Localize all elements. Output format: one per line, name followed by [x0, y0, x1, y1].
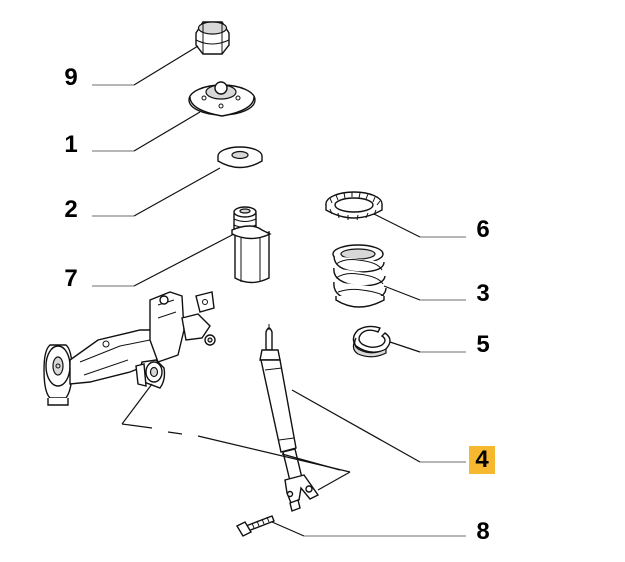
- callout-8[interactable]: 8: [476, 518, 490, 545]
- part-8-bolt[interactable]: [236, 515, 275, 537]
- callout-5[interactable]: 5: [476, 331, 490, 358]
- callout-7[interactable]: 7: [64, 265, 78, 292]
- assembly-reference-lines: [121, 383, 351, 491]
- callout-4-highlighted[interactable]: 4: [469, 446, 495, 474]
- rear-axle-assembly: [43, 291, 216, 406]
- callout-9[interactable]: 9: [64, 64, 78, 91]
- leader-lines: [92, 45, 466, 537]
- part-9-nut[interactable]: [195, 21, 230, 55]
- callout-3[interactable]: 3: [476, 280, 490, 307]
- part-2-washer[interactable]: [217, 146, 263, 169]
- callout-1[interactable]: 1: [64, 131, 78, 158]
- part-3-coil-spring[interactable]: [332, 244, 387, 308]
- part-1-top-mount[interactable]: [188, 81, 256, 117]
- callout-2[interactable]: 2: [64, 196, 78, 223]
- part-6-spring-seat[interactable]: [325, 191, 383, 221]
- part-7-dust-boot[interactable]: [231, 206, 272, 284]
- callout-6[interactable]: 6: [476, 216, 490, 243]
- part-5-spring-clip[interactable]: [352, 325, 391, 358]
- part-4-shock-absorber[interactable]: [259, 324, 320, 512]
